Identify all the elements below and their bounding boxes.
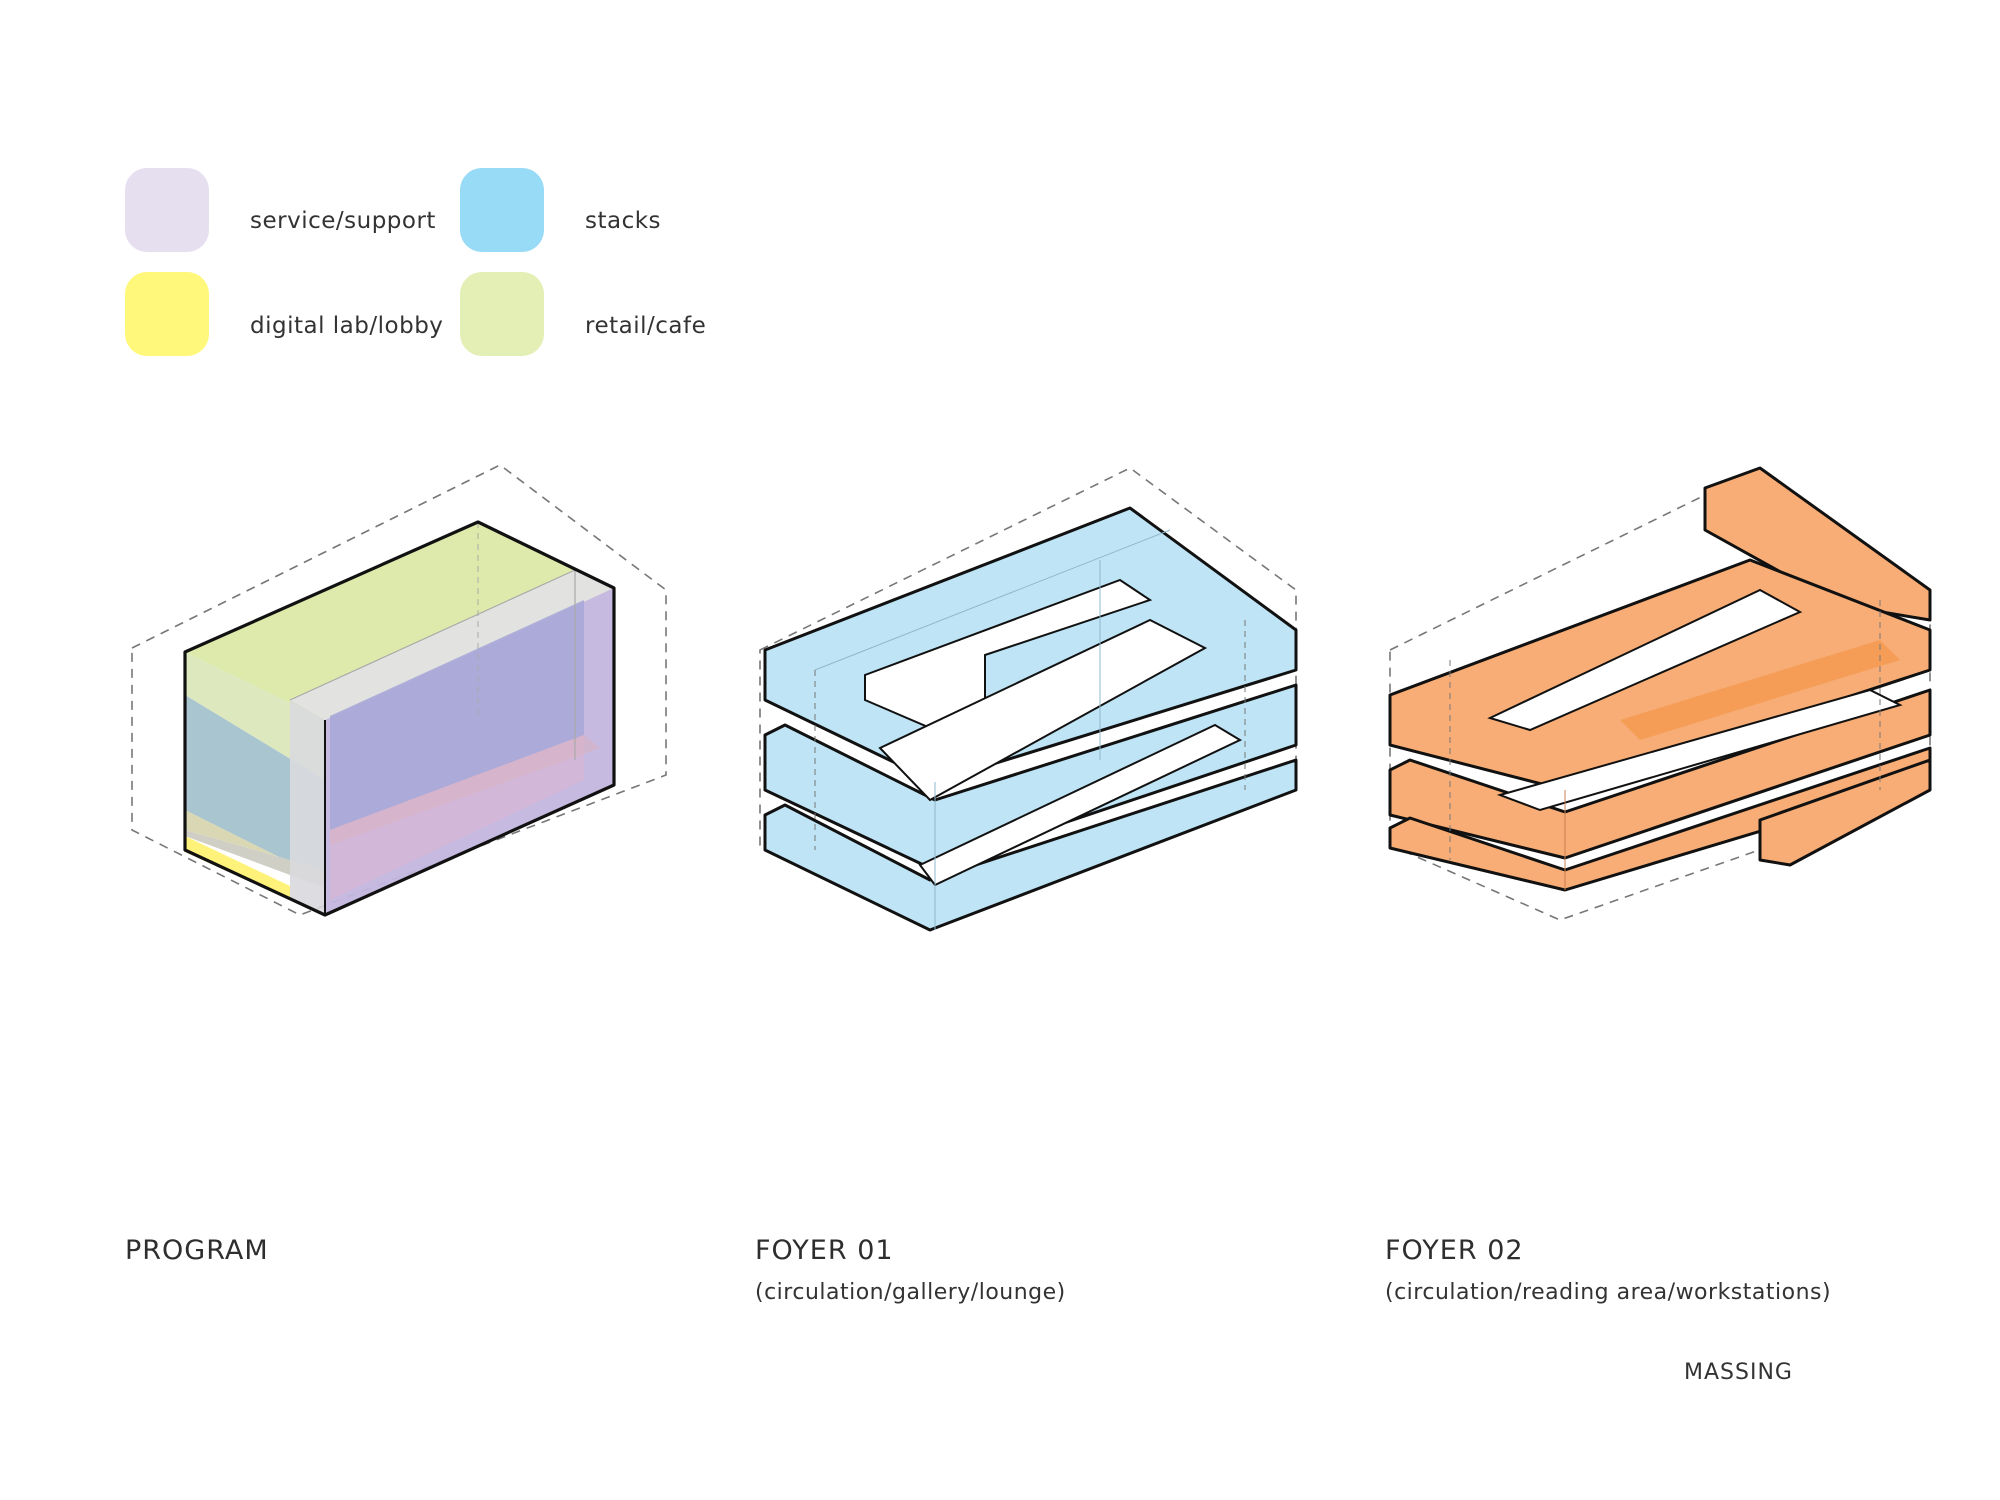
legend-label-stacks: stacks [585, 208, 662, 234]
caption-foyer01-subtitle: (circulation/gallery/lounge) [755, 1280, 1066, 1305]
program-top-retail [185, 522, 614, 720]
legend-swatch-stacks [460, 168, 544, 252]
foyer01-void1 [918, 723, 1243, 887]
legend-swatch-retail-cafe [460, 272, 544, 356]
caption-program-title: PROGRAM [125, 1235, 269, 1266]
program-massing [131, 464, 667, 917]
program-band-lobby [185, 836, 290, 900]
foyer01-void2 [878, 618, 1208, 802]
program-front-salmon [330, 735, 600, 845]
caption-foyer02-subtitle: (circulation/reading area/workstations) [1385, 1280, 1832, 1305]
sheet-label-massing: MASSING [1684, 1360, 1793, 1385]
foyer01-level2 [763, 683, 1298, 870]
foyer02-accent [1620, 640, 1900, 740]
program-outline [183, 520, 616, 917]
legend-label-retail-cafe: retail/cafe [585, 313, 707, 339]
legend-label-digital-lab-lobby: digital lab/lobby [250, 313, 444, 339]
foyer02-level3 [1388, 558, 1932, 792]
program-top-light [290, 570, 614, 720]
foyer01-guide-1 [814, 529, 1171, 671]
foyer01-massing [759, 467, 1298, 932]
foyer01-level1 [763, 758, 1298, 932]
program-gray-slab [290, 700, 325, 915]
foyer02-massing [1388, 466, 1932, 921]
legend-swatch-service-support [125, 168, 209, 252]
program-guide-1 [289, 569, 576, 701]
caption-foyer01-title: FOYER 01 [755, 1235, 894, 1266]
legend-label-service-support: service/support [250, 208, 436, 234]
foyer02-void2 [1496, 688, 1903, 812]
foyer02-void3 [1487, 588, 1803, 732]
foyer02-tail [1758, 758, 1932, 867]
foyer02-riser [1703, 466, 1932, 622]
legend-swatch-digital-lab-lobby [125, 272, 209, 356]
foyer01-void3 [864, 578, 1153, 732]
caption-foyer02-title: FOYER 02 [1385, 1235, 1524, 1266]
program-front-stacks [330, 600, 584, 830]
program-site-envelope [131, 464, 667, 916]
